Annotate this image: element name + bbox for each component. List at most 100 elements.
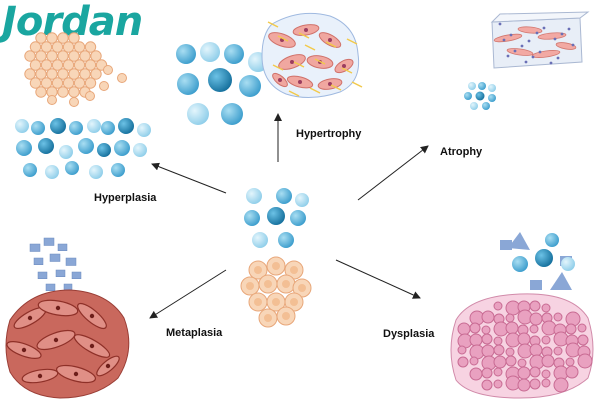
- blue-cell: [118, 118, 134, 134]
- peach-cell: [46, 50, 58, 62]
- peach-cell: [40, 77, 53, 89]
- peach-cell: [46, 32, 58, 44]
- square-cell: [55, 269, 66, 277]
- peach-cell: [47, 95, 57, 105]
- dysplasia-tissue-cell: [541, 369, 551, 379]
- normal-cell: [267, 207, 285, 225]
- dysplasia-tissue-cell: [553, 312, 563, 322]
- square-cell: [71, 271, 82, 279]
- blue-cell: [15, 119, 29, 133]
- peach-cell: [84, 77, 97, 89]
- dot: [520, 44, 524, 48]
- normal-cell: [276, 188, 292, 204]
- dot: [553, 37, 557, 41]
- hypertrophy-cells: [176, 42, 268, 125]
- peach-cell: [84, 41, 97, 53]
- nucleus: [73, 371, 79, 377]
- dysplasia-tissue-cell: [577, 334, 589, 346]
- dot: [524, 60, 528, 64]
- peach-cell: [62, 41, 75, 53]
- dysplasia-tissue-cell: [469, 333, 483, 347]
- hypertrophy-cell: [224, 44, 244, 64]
- dot: [549, 61, 553, 65]
- peach-cell: [35, 86, 47, 98]
- nucleus: [246, 282, 254, 290]
- dysplasia-tissue-cell: [541, 354, 555, 368]
- atrophy-cell: [468, 82, 476, 90]
- peach-cell: [68, 68, 80, 80]
- nucleus: [290, 60, 294, 64]
- dysplasia-tissue-cell: [493, 379, 503, 389]
- hyperplasia-tissue: [24, 32, 127, 107]
- dysplasia-tissue-cell: [493, 336, 503, 346]
- dysplasia-tissue: [450, 293, 594, 399]
- hypertrophy-cell: [239, 75, 261, 97]
- dysplasia-tissue-cell: [565, 323, 577, 335]
- atrophy-cell: [482, 102, 490, 110]
- dot: [535, 31, 539, 35]
- blue-cell: [31, 121, 45, 135]
- normal-cell: [290, 210, 306, 226]
- nucleus: [264, 280, 272, 288]
- blue-cell: [23, 163, 37, 177]
- peach-cell: [57, 32, 69, 44]
- peach-cell: [73, 77, 86, 89]
- dysplasia-tissue-cell: [481, 344, 495, 358]
- blue-cell: [59, 145, 73, 159]
- peach-cell: [62, 77, 75, 89]
- normal-cells: [244, 188, 309, 248]
- dot: [531, 55, 535, 59]
- normal-cell: [246, 188, 262, 204]
- normal-cell: [252, 232, 268, 248]
- hypertrophy-tissue: [261, 12, 363, 98]
- arrow-atrophy: [357, 145, 429, 201]
- peach-cell: [29, 41, 42, 53]
- peach-cell: [57, 68, 69, 80]
- fiber-detail: [309, 87, 321, 94]
- peach-cell: [29, 59, 42, 71]
- peach-cell: [103, 65, 113, 75]
- blue-cell: [65, 161, 79, 175]
- dysplasia-tissue-cell: [481, 367, 493, 379]
- muscle-fiber: [555, 42, 577, 50]
- metaplasia-tissue: [5, 289, 130, 399]
- peach-cell: [99, 81, 109, 91]
- nucleus: [53, 337, 59, 343]
- dysplasia-tissue-cell: [481, 310, 495, 324]
- fiber-detail: [267, 21, 279, 28]
- blue-cell: [87, 119, 101, 133]
- dysplasia-cell: [535, 249, 553, 267]
- dysplasia-tissue-cell: [529, 366, 541, 378]
- blue-cell: [16, 140, 32, 156]
- fiber-detail: [298, 32, 310, 39]
- arrow-dysplasia: [335, 259, 421, 299]
- dot: [498, 22, 502, 26]
- nucleus: [298, 80, 302, 84]
- label-atrophy: Atrophy: [440, 146, 483, 158]
- dysplasia-tissue-cell: [517, 366, 531, 380]
- atrophy-cell: [475, 91, 485, 101]
- peach-cell: [73, 41, 86, 53]
- nucleus: [254, 298, 262, 306]
- peach-cell: [68, 86, 80, 98]
- dysplasia-tissue-cell: [517, 378, 531, 392]
- nucleus: [282, 280, 290, 288]
- dysplasia-tissue-cell: [529, 324, 539, 334]
- peach-cell: [35, 32, 47, 44]
- dot: [506, 54, 510, 58]
- dysplasia-tissue-cell: [553, 346, 563, 356]
- hyperplasia-cells: [15, 118, 151, 179]
- dysplasia-tissue-cell: [457, 356, 469, 368]
- peach-cell: [68, 50, 80, 62]
- fiber-detail: [346, 38, 358, 45]
- nucleus: [254, 266, 262, 274]
- square-cell: [530, 280, 542, 290]
- peach-cell: [51, 77, 64, 89]
- peach-cell: [35, 50, 47, 62]
- blue-cell: [111, 163, 125, 177]
- fiber-detail: [325, 41, 337, 48]
- peach-cell: [62, 59, 75, 71]
- muscle-fiber: [506, 48, 534, 56]
- dot: [571, 43, 575, 47]
- blue-cell: [137, 123, 151, 137]
